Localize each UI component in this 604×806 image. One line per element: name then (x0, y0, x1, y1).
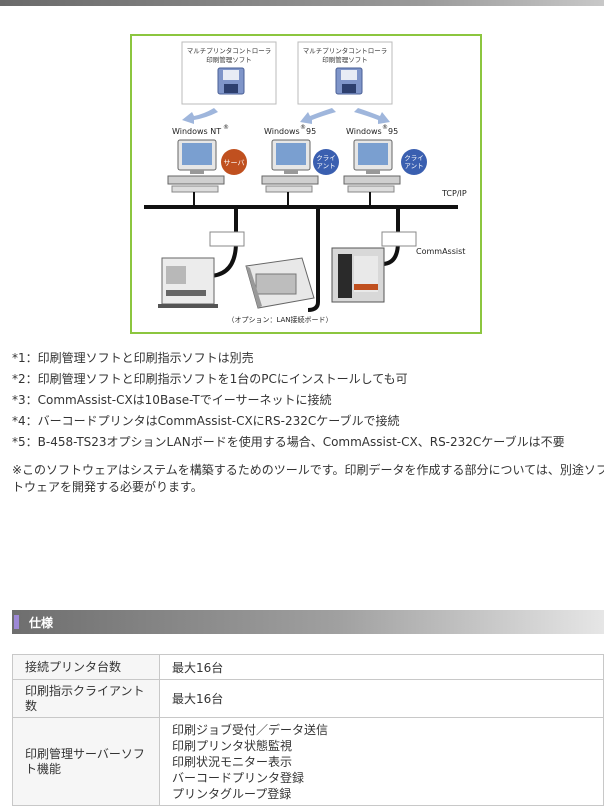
client-badge-mid: クライ アント (313, 149, 339, 175)
client-badge-right-line2: アント (404, 162, 423, 170)
function-item: 印刷プリンタ状態監視 (172, 739, 293, 753)
function-item: バーコードプリンタ登録 (172, 771, 305, 785)
os-label-left-mark: ® (223, 124, 229, 131)
footnote-4: *4：バーコードプリンタはCommAssist-CXにRS-232Cケーブルで接… (12, 414, 400, 428)
software-box-left: マルチプリンタコントローラ 印刷管理ソフト (181, 41, 277, 105)
software-box-right-line2: 印刷管理ソフト (322, 55, 368, 64)
install-arrow-left-icon (182, 108, 218, 124)
spec-section-header: 仕様 (12, 610, 604, 634)
footnotes: *1：印刷管理ソフトと印刷指示ソフトは別売 *2：印刷管理ソフトと印刷指示ソフト… (12, 348, 565, 453)
footnote-3: *3：CommAssist-CXは10Base-Tでイーサーネットに接続 (12, 393, 332, 407)
spec-key: 印刷指示クライアント数 (12, 679, 160, 718)
function-item: プリンタグループ登録 (172, 787, 292, 801)
software-box-right: マルチプリンタコントローラ 印刷管理ソフト (297, 41, 393, 105)
computer-mid-icon (261, 139, 319, 193)
table-row: 印刷指示クライアント数 最大16台 (12, 679, 604, 718)
spec-value: 最大16台 (159, 654, 604, 680)
network-lines (144, 192, 458, 312)
commassist-label: CommAssist (416, 247, 465, 256)
os-label-left: Windows NT (172, 127, 221, 136)
barcode-printer-left-icon (158, 257, 218, 308)
system-diagram: マルチプリンタコントローラ 印刷管理ソフト マルチプリンタコントローラ 印刷管理… (130, 34, 482, 334)
barcode-printer-right-icon (331, 247, 385, 303)
os-label-right-mark: ® (382, 124, 388, 131)
computer-right-icon (343, 139, 401, 193)
spec-key: 接続プリンタ台数 (12, 654, 160, 680)
section-marker (14, 615, 19, 629)
install-arrow-right-icon (354, 108, 390, 124)
software-box-left-line2: 印刷管理ソフト (206, 55, 252, 64)
server-badge: サーバ (221, 149, 247, 175)
spec-value-list: 印刷ジョブ受付／データ送信 印刷プリンタ状態監視 印刷状況モニター表示 バーコー… (159, 717, 604, 806)
server-badge-label: サーバ (224, 159, 245, 167)
disclaimer-text: ※このソフトウェアはシステムを構築するためのツールです。印刷データを作成する部分… (12, 463, 604, 494)
commassist-box-right (381, 231, 417, 247)
function-item: 印刷ジョブ受付／データ送信 (172, 723, 329, 737)
software-box-right-line1: マルチプリンタコントローラ (303, 46, 388, 55)
footnote-5: *5：B-458-TS23オプションLANボードを使用する場合、CommAssi… (12, 435, 565, 449)
install-arrow-mid-icon (300, 108, 336, 124)
spec-key: 印刷管理サーバーソフト機能 (12, 717, 160, 806)
client-badge-right: クライ アント (401, 149, 427, 175)
spec-section-title: 仕様 (29, 616, 54, 630)
network-label: TCP/IP (441, 189, 467, 198)
os-label-right-version: 95 (388, 127, 398, 136)
table-row: 接続プリンタ台数 最大16台 (12, 654, 604, 680)
function-item: 印刷状況モニター表示 (172, 755, 293, 769)
software-box-left-line1: マルチプリンタコントローラ (187, 46, 272, 55)
figure-caption: （オプション：LAN接続ボード） (227, 315, 332, 324)
os-label-right: Windows (346, 127, 382, 136)
floppy-disk-icon (335, 67, 363, 95)
floppy-disk-icon (217, 67, 245, 95)
client-badge-right-line1: クライ (404, 154, 424, 162)
footnote-1: *1：印刷管理ソフトと印刷指示ソフトは別売 (12, 351, 254, 365)
spec-value: 最大16台 (159, 679, 604, 718)
commassist-box-left (209, 231, 245, 247)
client-badge-mid-line1: クライ (316, 154, 336, 162)
os-label-mid-version: 95 (306, 127, 316, 136)
barcode-printer-mid-icon (245, 257, 315, 309)
os-label-mid-mark: ® (300, 124, 306, 131)
table-row: 印刷管理サーバーソフト機能 印刷ジョブ受付／データ送信 印刷プリンタ状態監視 印… (12, 717, 604, 806)
computer-left-icon (167, 139, 225, 193)
top-header-bar (0, 0, 604, 6)
footnote-2: *2：印刷管理ソフトと印刷指示ソフトを1台のPCにインストールしても可 (12, 372, 408, 386)
spec-table: 接続プリンタ台数 最大16台 印刷指示クライアント数 最大16台 印刷管理サーバ… (12, 654, 604, 806)
os-label-mid: Windows (264, 127, 300, 136)
client-badge-mid-line2: アント (316, 162, 335, 170)
